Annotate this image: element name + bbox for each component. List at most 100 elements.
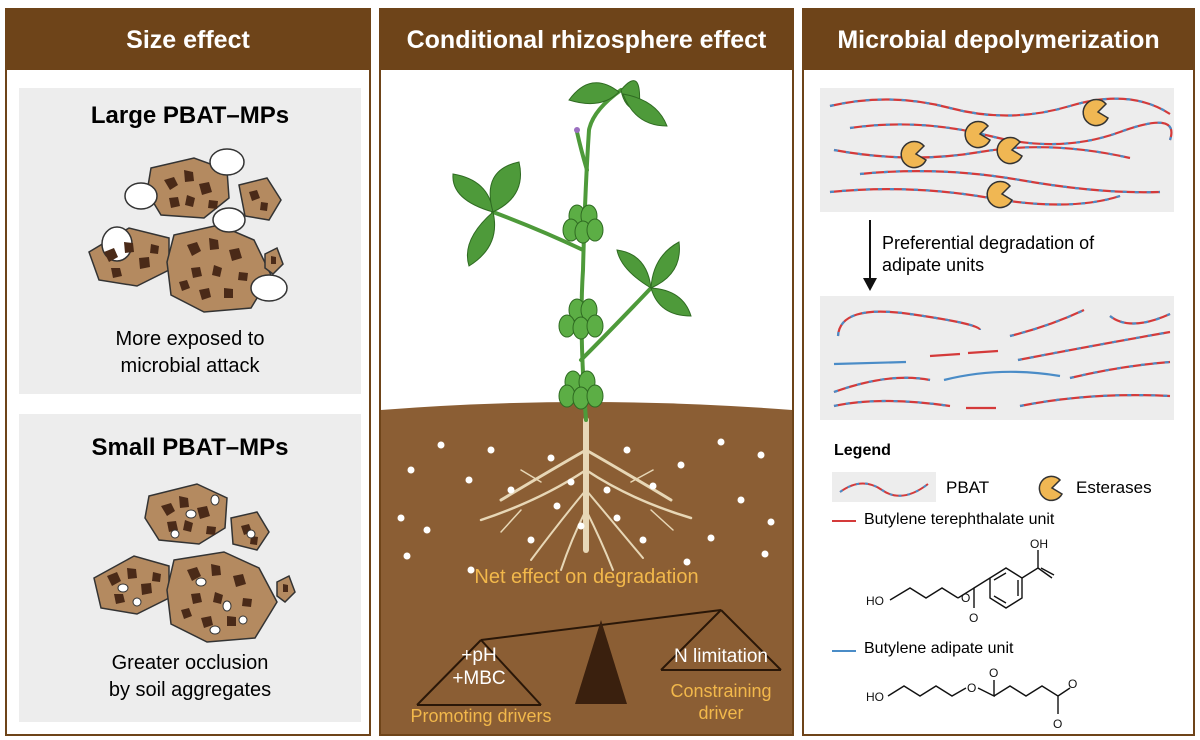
pbat-particle <box>124 182 158 210</box>
roots <box>479 417 693 571</box>
pbat-chain <box>829 97 1171 117</box>
pbat-fragment <box>929 349 999 358</box>
esterase-icon <box>964 120 991 149</box>
structure-carbonyl-o-label: O <box>969 611 978 625</box>
pbat-fragment <box>833 376 931 394</box>
large-mps-title: Large PBAT–MPs <box>90 102 290 129</box>
pbat-chain <box>833 146 1131 160</box>
pbat-particle <box>117 583 129 593</box>
legend-title: Legend <box>834 442 891 459</box>
degradation-line1: Preferential degradation of <box>882 233 1095 253</box>
pbat-particle <box>170 529 180 539</box>
microbial-title: Microbial depolymerization <box>837 25 1160 54</box>
pbat-fragment <box>833 399 951 408</box>
promoting-drivers-label: Promoting drivers <box>410 706 552 726</box>
pbat-fragment <box>1009 309 1085 338</box>
degradation-line2: adipate units <box>882 255 985 275</box>
aggregate <box>93 555 170 615</box>
pbat-particle <box>222 600 232 612</box>
esterase-icon <box>1082 98 1109 127</box>
rhizosphere-header: Conditional rhizosphere effect <box>381 10 792 70</box>
pbat-particle <box>209 625 221 635</box>
structure-ester-o-label: O <box>967 681 976 695</box>
pbat-fragment <box>1109 312 1171 325</box>
promoting-mbc: +MBC <box>452 668 506 689</box>
pbat-fragment <box>836 310 982 337</box>
structure-carbonyl-o-label: O <box>989 666 998 680</box>
terephthalate-structure: HO O O OH <box>866 537 1055 625</box>
intact-pbat-box <box>820 88 1174 212</box>
pbat-fragment <box>1017 330 1171 362</box>
small-mps-title: Small PBAT–MPs <box>91 434 289 461</box>
pod-clusters <box>558 204 604 410</box>
structure-ester-o-label: O <box>961 591 970 605</box>
small-aggregates-illustration <box>93 483 296 643</box>
size-effect-header: Size effect <box>7 10 369 70</box>
microbial-panel: Microbial depolymerization <box>802 8 1195 736</box>
aggregate <box>238 177 282 221</box>
large-mps-box: Large PBAT–MPs <box>19 88 361 394</box>
soil <box>381 402 792 734</box>
legend-pbat-label: PBAT <box>946 478 990 497</box>
flower-bud <box>574 127 580 133</box>
structure-ho-label: HO <box>866 594 884 608</box>
balance-fulcrum <box>575 620 627 704</box>
rhizosphere-title: Conditional rhizosphere effect <box>406 25 767 54</box>
pbat-fragment <box>1069 360 1171 380</box>
large-mps-caption: More exposed to microbial attack <box>19 326 361 380</box>
esterase-icon <box>986 180 1013 209</box>
large-aggregates-illustration <box>88 148 288 313</box>
promoting-ph: +pH <box>461 645 497 666</box>
esterase-icon <box>900 140 927 169</box>
legend-terephthalate-label: Butylene terephthalate unit <box>864 511 1055 528</box>
pbat-fragment <box>836 310 982 337</box>
pbat-chain <box>829 97 1171 117</box>
pbat-chain <box>859 170 1161 194</box>
legend-adipate-line <box>832 650 856 652</box>
promoting-values: +pH +MBC <box>417 644 541 690</box>
pbat-fragment <box>1017 330 1171 362</box>
constraining-driver-label: Constraining driver <box>651 680 791 724</box>
soil-pbat-particles <box>397 438 775 574</box>
plant-leaves <box>452 80 692 317</box>
pbat-particle <box>246 529 256 539</box>
pbat-particle <box>209 148 245 176</box>
large-caption-line2: microbial attack <box>120 355 260 377</box>
pbat-particle <box>212 207 246 233</box>
small-caption-line1: Greater occlusion <box>111 652 269 674</box>
legend-pbat-swatch <box>832 472 936 502</box>
pbat-particle <box>250 274 288 302</box>
degraded-pbat-box <box>820 296 1174 420</box>
structure-o-label: O <box>1068 677 1077 691</box>
pbat-fragment <box>1019 394 1171 408</box>
adipate-structure: HO O O O O <box>866 666 1077 731</box>
small-mps-box: Small PBAT–MPs <box>19 414 361 722</box>
pbat-particle <box>132 597 142 607</box>
rhizosphere-panel: Conditional rhizosphere effect <box>379 8 794 736</box>
pbat-fragment <box>1109 312 1171 325</box>
adipate-fragment <box>943 370 1061 382</box>
microbial-header: Microbial depolymerization <box>804 10 1193 70</box>
constraining-value: N limitation <box>674 646 768 667</box>
constraining-line2: driver <box>698 703 744 723</box>
pbat-chain <box>829 188 1121 206</box>
structure-acid-o-label: O <box>1053 717 1062 731</box>
pbat-chain <box>849 121 1173 146</box>
large-caption-line1: More exposed to <box>115 328 265 350</box>
small-caption-line2: by soil aggregates <box>108 679 272 701</box>
structure-ho-label: HO <box>866 690 884 704</box>
degraded-pbat-chains <box>833 309 1171 410</box>
plant-soil-illustration <box>381 80 792 734</box>
legend-terephthalate-line <box>832 520 856 522</box>
degradation-note: Preferential degradation of adipate unit… <box>882 232 1094 276</box>
legend-adipate-label: Butylene adipate unit <box>864 640 1014 657</box>
legend-pbat-chain <box>839 482 929 497</box>
pbat-fragment <box>833 376 931 394</box>
intact-pbat-chains <box>829 97 1173 209</box>
esterase-icon <box>1038 475 1063 502</box>
net-effect-label: Net effect on degradation <box>474 566 699 588</box>
constraining-line1: Constraining <box>670 681 772 701</box>
pbat-particle <box>238 615 248 625</box>
small-mps-caption: Greater occlusion by soil aggregates <box>19 650 361 704</box>
down-arrow-icon <box>863 220 877 291</box>
